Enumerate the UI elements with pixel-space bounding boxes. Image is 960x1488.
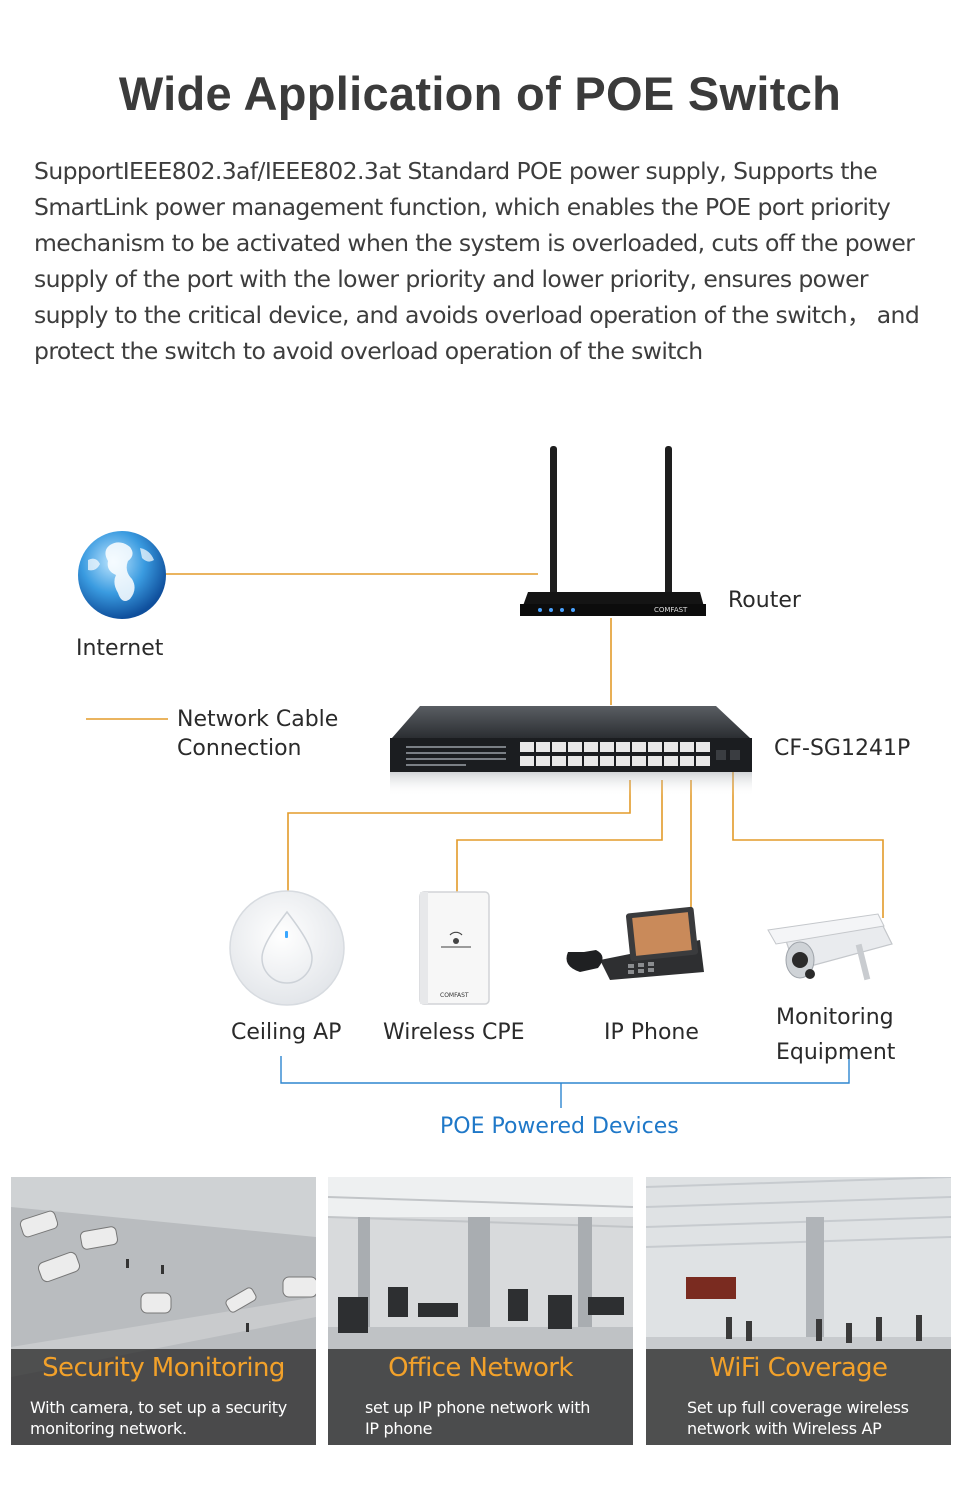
panel-desc-line-2: monitoring network. (30, 1419, 187, 1438)
wireless-cpe-label: Wireless CPE (383, 1020, 525, 1045)
panel-caption: WiFi Coverage Set up full coverage wirel… (646, 1349, 951, 1445)
router-icon: COMFAST (520, 446, 706, 616)
panel-caption: Security Monitoring With camera, to set … (11, 1349, 316, 1445)
cable-lines (86, 573, 884, 918)
panel-desc-line-2: network with Wireless AP (687, 1419, 882, 1438)
panel-desc-line-1: set up IP phone network with (365, 1398, 591, 1417)
ceiling-ap-label: Ceiling AP (231, 1020, 342, 1045)
legend-network-cable: Network Cable Connection (177, 705, 338, 763)
poe-powered-devices-label: POE Powered Devices (440, 1114, 679, 1139)
panel-desc-line-2: IP phone (365, 1419, 433, 1438)
intro-paragraph: SupportIEEE802.3af/IEEE802.3at Standard … (34, 157, 920, 365)
page-title: Wide Application of POE Switch (118, 67, 842, 120)
monitoring-line-2: Equipment (776, 1040, 896, 1065)
panel-title: Security Monitoring (42, 1353, 285, 1383)
cable-to-wireless-cpe (456, 780, 663, 893)
poe-devices-bracket (280, 1056, 850, 1108)
poe-switch-icon (390, 706, 752, 796)
panel-office-network: Office Network set up IP phone network w… (328, 1177, 633, 1445)
legend-line-2: Connection (177, 736, 302, 761)
monitoring-line-1: Monitoring (776, 1005, 894, 1030)
ceiling-ap-icon (229, 890, 345, 1006)
globe-icon (78, 531, 166, 619)
wireless-cpe-icon: COMFAST (419, 891, 490, 1005)
panel-desc-line-1: With camera, to set up a security (30, 1398, 287, 1417)
router-label: Router (728, 588, 801, 613)
switch-ports (520, 742, 710, 766)
switch-model-label: CF-SG1241P (774, 736, 911, 761)
ip-phone-label: IP Phone (604, 1020, 699, 1045)
cable-to-camera (732, 770, 884, 918)
internet-label: Internet (76, 636, 164, 661)
security-camera-icon (767, 913, 893, 981)
panel-title: Office Network (388, 1353, 573, 1383)
cpe-brand-text: COMFAST (440, 992, 469, 999)
panel-title: WiFi Coverage (709, 1353, 888, 1383)
ip-phone-icon (566, 906, 704, 980)
panel-wifi-coverage: WiFi Coverage Set up full coverage wirel… (646, 1177, 951, 1445)
panel-description: set up IP phone network with IP phone (365, 1397, 590, 1439)
panel-desc-line-1: Set up full coverage wireless (687, 1398, 909, 1417)
panel-security-monitoring: Security Monitoring With camera, to set … (11, 1177, 316, 1445)
cable-to-ceiling-ap (287, 780, 631, 892)
legend-line-1: Network Cable (177, 707, 339, 732)
monitoring-equipment-label: Monitoring Equipment (776, 1000, 895, 1070)
panel-description: With camera, to set up a security monito… (30, 1397, 287, 1439)
panel-caption: Office Network set up IP phone network w… (328, 1349, 633, 1445)
router-brand-text: COMFAST (654, 606, 688, 614)
network-diagram: COMFAST (78, 446, 893, 1108)
panel-description: Set up full coverage wireless network wi… (687, 1397, 909, 1439)
